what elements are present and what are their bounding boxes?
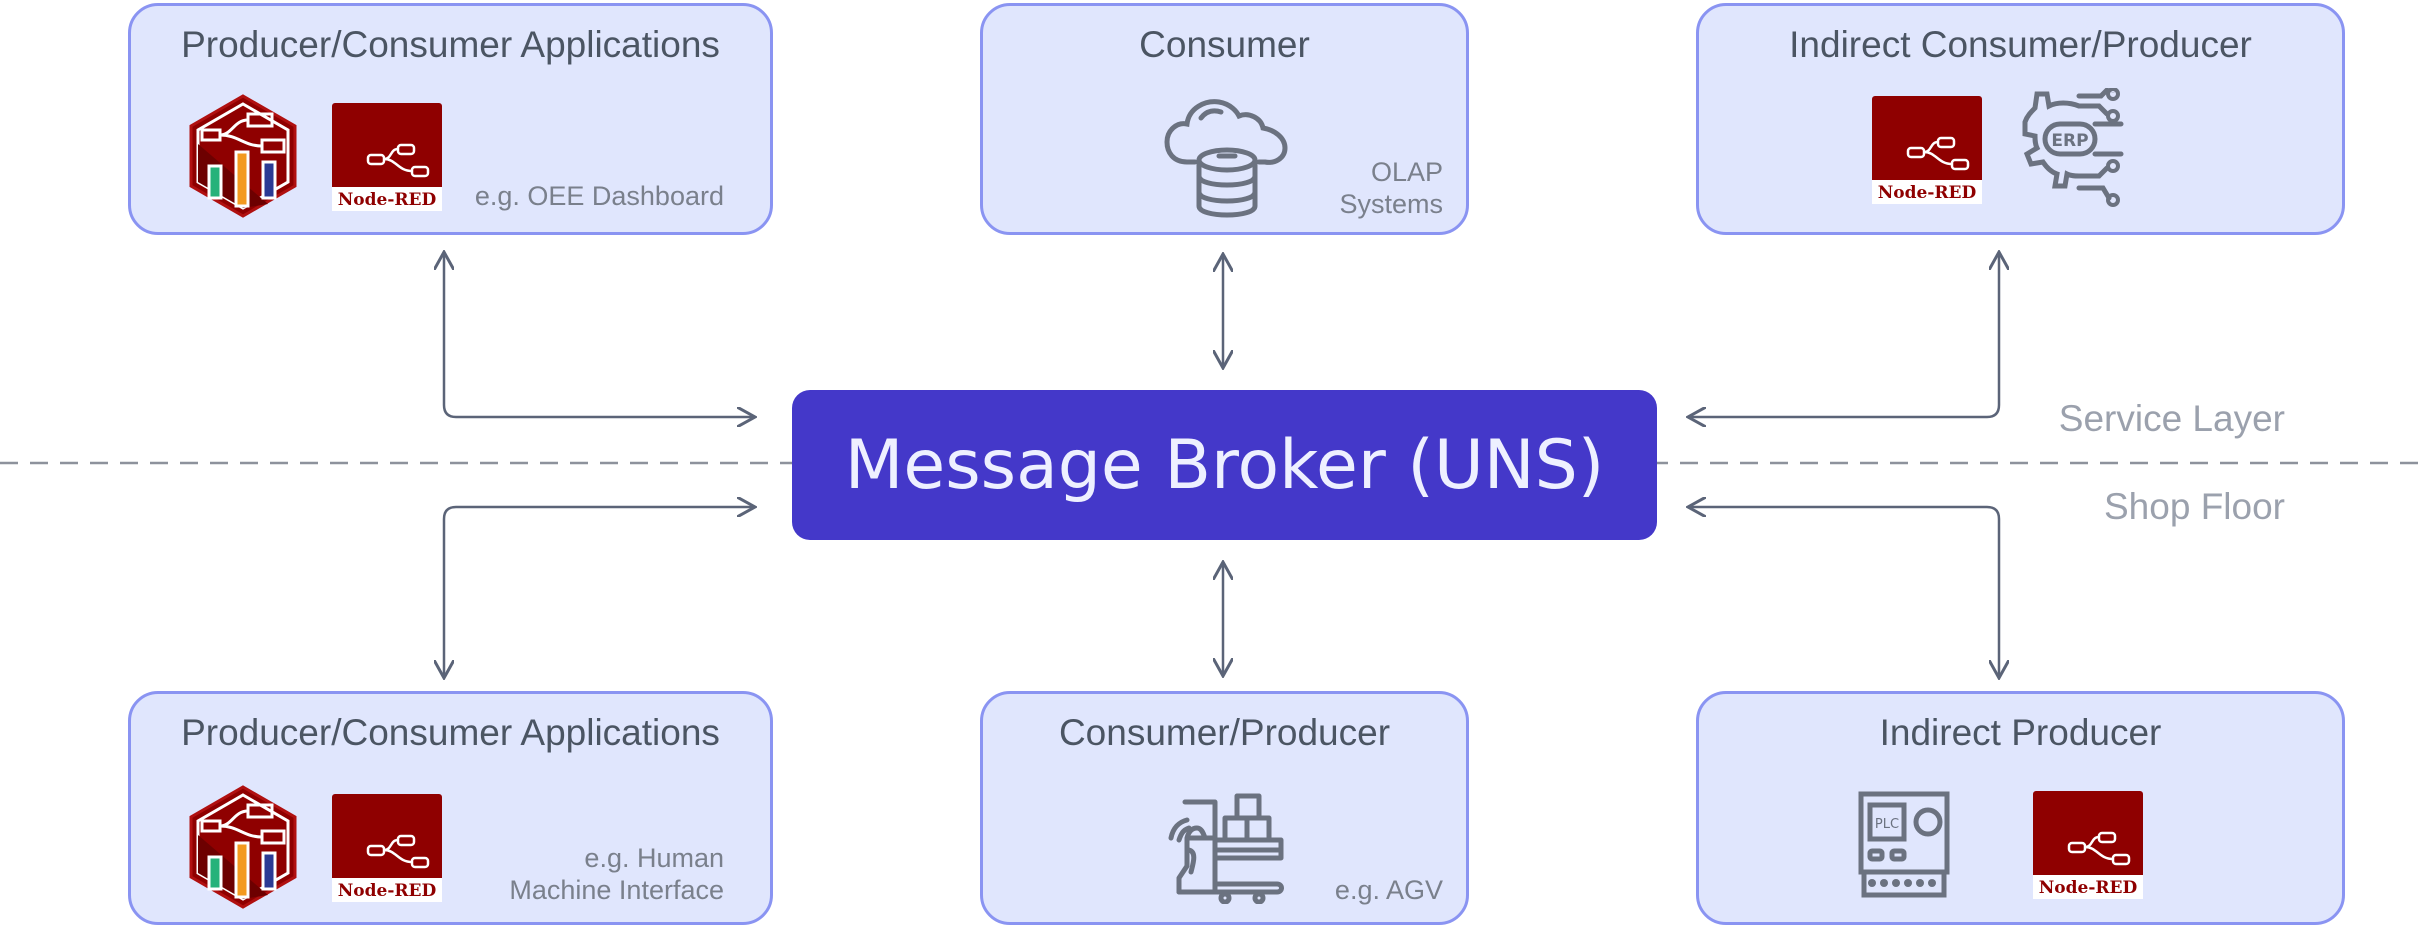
flowfuse-dashboard-icon	[188, 785, 298, 909]
subtitle-line: OLAP	[1370, 157, 1443, 187]
node-red-icon	[332, 794, 442, 902]
svg-text:PLC: PLC	[1875, 817, 1899, 832]
box-title: Producer/Consumer Applications	[181, 24, 720, 65]
subtitle-line: Machine Interface	[509, 875, 724, 905]
plc-icon: PLC	[1858, 791, 1950, 898]
box-title: Indirect Consumer/Producer	[1789, 24, 2252, 65]
bottom-consumer-producer-box[interactable]: Consumer/Producer e.g. AGV	[980, 691, 1469, 925]
svg-text:ERP: ERP	[2051, 131, 2088, 151]
shop-floor-label: Shop Floor	[2104, 486, 2285, 527]
subtitle-line: Systems	[1339, 189, 1443, 219]
bottom-producer-consumer-box[interactable]: Producer/Consumer Applications e.g. Huma…	[128, 691, 773, 925]
top-consumer-box[interactable]: Consumer OLAP Systems	[980, 3, 1469, 235]
flowfuse-dashboard-icon	[188, 94, 298, 218]
arrow-top-right	[1690, 254, 1999, 417]
box-title: Consumer/Producer	[1058, 712, 1391, 753]
arrow-bottom-right	[1690, 507, 1999, 676]
box-subtitle: OLAP Systems	[1339, 156, 1443, 220]
arrow-bottom-left	[444, 507, 753, 676]
box-title: Consumer	[1139, 24, 1310, 65]
subtitle-line: e.g. Human	[584, 843, 724, 873]
service-layer-label: Service Layer	[2058, 398, 2285, 439]
message-broker[interactable]: Message Broker (UNS)	[792, 390, 1657, 540]
node-red-icon	[332, 103, 442, 211]
top-indirect-consumer-producer-box[interactable]: Indirect Consumer/Producer ERP	[1696, 3, 2345, 235]
box-title: Indirect Producer	[1879, 712, 2162, 753]
subtitle-line: e.g. AGV	[1334, 875, 1443, 905]
bottom-indirect-producer-box[interactable]: Indirect Producer PLC	[1696, 691, 2345, 925]
arrow-top-left	[444, 254, 753, 417]
node-red-icon	[2033, 791, 2143, 899]
box-subtitle: e.g. AGV	[1335, 874, 1443, 906]
box-subtitle: e.g. OEE Dashboard	[475, 180, 724, 212]
node-red-icon	[1872, 96, 1982, 204]
box-subtitle: e.g. Human Machine Interface	[509, 842, 724, 906]
erp-gear-icon: ERP	[2022, 88, 2124, 207]
subtitle-line: e.g. OEE Dashboard	[474, 181, 724, 211]
box-title: Producer/Consumer Applications	[181, 712, 720, 753]
agv-forklift-icon	[1168, 793, 1284, 904]
cloud-database-icon	[1164, 99, 1288, 218]
top-producer-consumer-box[interactable]: Producer/Consumer Applications e.g. OEE …	[128, 3, 773, 235]
